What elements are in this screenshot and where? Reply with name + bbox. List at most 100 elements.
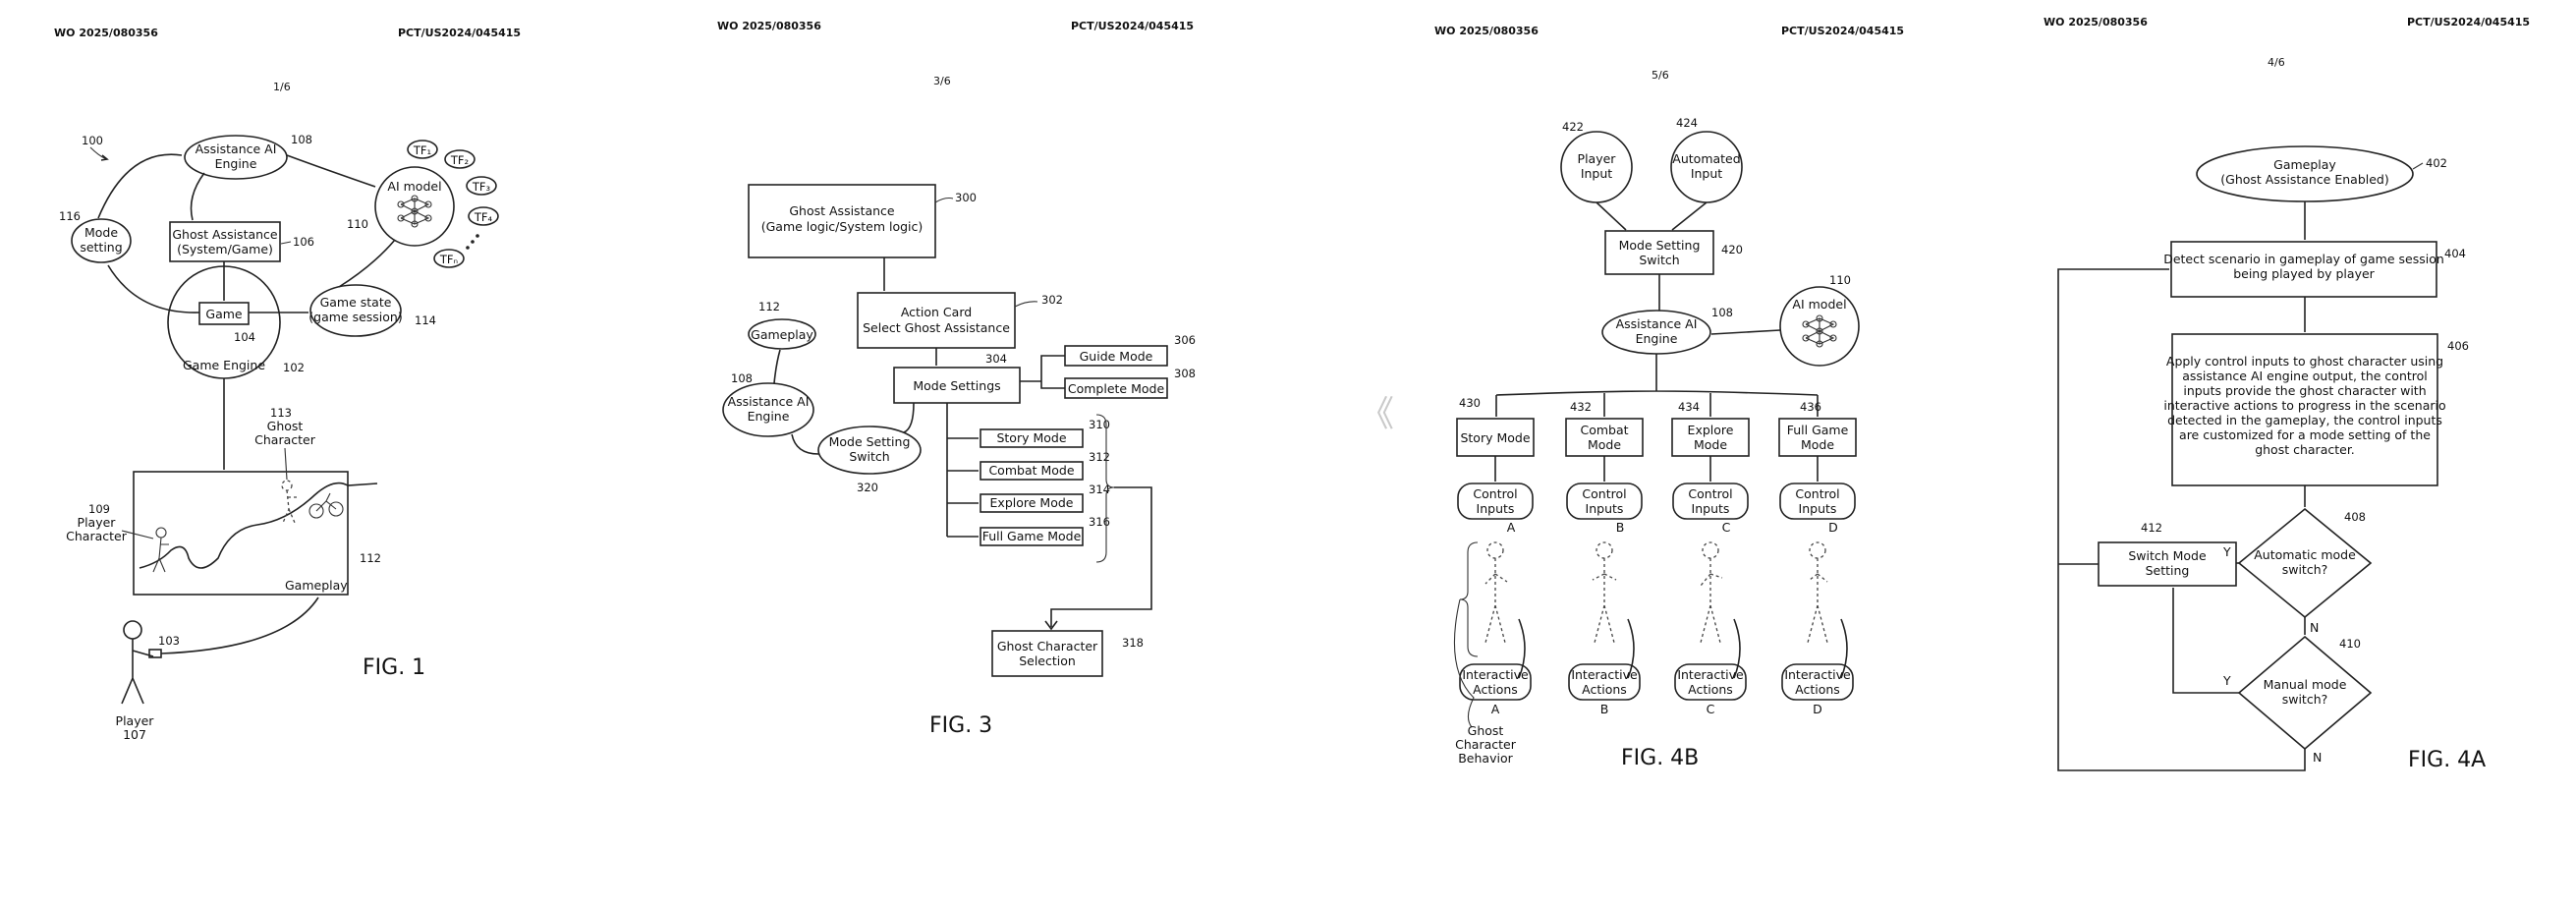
explore-mode-label: Explore Mode bbox=[990, 495, 1074, 510]
ref-410: 410 bbox=[2339, 637, 2361, 651]
fig1-diagram: 100 Assistance AI Engine 108 Ghost Assis… bbox=[0, 0, 668, 909]
interactive-actions-label-1: Interactive bbox=[1677, 667, 1744, 682]
tf-ellipsis-dots bbox=[466, 234, 479, 250]
apply-control-inputs-line: ghost character. bbox=[2255, 442, 2355, 457]
apply-control-inputs-line: are customized for a mode setting of the bbox=[2179, 427, 2431, 442]
edge-inputs-to-switch bbox=[1596, 202, 1707, 230]
ref-106: 106 bbox=[293, 235, 314, 249]
figure-label-fig3: FIG. 3 bbox=[929, 713, 992, 738]
story-mode-label: Story Mode bbox=[996, 430, 1066, 445]
column-letter-bottom: A bbox=[1491, 702, 1500, 716]
yes-label-410: Y bbox=[2222, 673, 2231, 688]
player-input-label-2: Input bbox=[1581, 166, 1612, 181]
control-inputs-label-2: Inputs bbox=[1692, 501, 1730, 516]
interactive-actions-label-2: Actions bbox=[1795, 682, 1840, 697]
mode-setting-switch-label-1: Mode Setting bbox=[1619, 238, 1701, 253]
mode-setting-switch-label-2: Switch bbox=[849, 449, 889, 464]
automated-input-label-1: Automated bbox=[1672, 151, 1740, 166]
column-letter-bottom: B bbox=[1600, 702, 1609, 716]
ref-300: 300 bbox=[955, 191, 977, 204]
complete-mode-label: Complete Mode bbox=[1068, 381, 1165, 396]
terrain-line bbox=[140, 483, 377, 568]
ref-308: 308 bbox=[1174, 367, 1196, 380]
ghost-assistance-label-2: (System/Game) bbox=[177, 242, 273, 256]
apply-control-inputs-line: detected in the gameplay, the control in… bbox=[2167, 413, 2442, 427]
figure-label-fig4a: FIG. 4A bbox=[2408, 748, 2486, 772]
bracket-behavior bbox=[1460, 542, 1478, 656]
gameplay-start-label-1: Gameplay bbox=[2273, 157, 2336, 172]
ref-109: 109 bbox=[88, 502, 110, 516]
interactive-actions-label-1: Interactive bbox=[1571, 667, 1638, 682]
edge-controller-to-gameplay bbox=[161, 597, 318, 653]
ghost-character-label-1: Ghost bbox=[267, 419, 304, 433]
patent-sheet-fig4a: WO 2025/080356 PCT/US2024/045415 4/6 Gam… bbox=[2044, 0, 2576, 909]
leader-300 bbox=[935, 199, 953, 203]
assistance-ai-engine-label-1: Assistance AI bbox=[196, 142, 277, 156]
ghost-character-behavior-label-3: Behavior bbox=[1458, 751, 1513, 766]
ghost-character-selection-label-1: Ghost Character bbox=[997, 639, 1098, 653]
leader-402 bbox=[2413, 163, 2423, 169]
gameplay-label: Gameplay bbox=[751, 327, 813, 342]
guide-mode-label: Guide Mode bbox=[1080, 349, 1153, 364]
detect-scenario-label-1: Detect scenario in gameplay of game sess… bbox=[2163, 252, 2444, 266]
apply-control-inputs-line: inputs provide the ghost character with bbox=[2183, 383, 2426, 398]
neural-net-icon bbox=[398, 196, 431, 227]
ref-108: 108 bbox=[291, 133, 312, 146]
ai-model-label: AI model bbox=[387, 179, 441, 194]
neural-net-icon bbox=[1803, 315, 1836, 347]
fig3-diagram: Ghost Assistance (Game logic/System logi… bbox=[668, 0, 1356, 909]
player-label: Player bbox=[116, 713, 155, 728]
combat-mode-label-2: Mode bbox=[1588, 437, 1621, 452]
switch-mode-setting-label-2: Setting bbox=[2146, 563, 2190, 578]
leader-106 bbox=[281, 242, 291, 244]
explore-mode-label-1: Explore bbox=[1688, 423, 1734, 437]
apply-control-inputs-line: assistance AI engine output, the control bbox=[2182, 369, 2428, 383]
ref-112: 112 bbox=[360, 551, 381, 565]
no-label-408: N bbox=[2310, 620, 2319, 635]
ref-406: 406 bbox=[2447, 339, 2469, 353]
interactive-actions-label-2: Actions bbox=[1688, 682, 1733, 697]
assistance-ai-label-1: Assistance AI bbox=[1616, 316, 1698, 331]
player-character-figure bbox=[153, 528, 169, 572]
ref-103: 103 bbox=[158, 634, 180, 648]
control-inputs-label-1: Control bbox=[1473, 486, 1517, 501]
fig4b-diagram: 422 Player Input 424 Automated Input Mod… bbox=[1356, 0, 2044, 909]
mode-settings-label: Mode Settings bbox=[913, 378, 1000, 393]
edge-304-to-modes bbox=[947, 403, 979, 537]
switch-mode-setting-label-1: Switch Mode bbox=[2128, 548, 2207, 563]
column-letter-top: D bbox=[1828, 520, 1838, 535]
interactive-actions-label-1: Interactive bbox=[1784, 667, 1851, 682]
full-game-mode-label-1: Full Game bbox=[1787, 423, 1849, 437]
edge-ai-to-gameplay bbox=[774, 350, 780, 383]
ref-304: 304 bbox=[985, 352, 1007, 366]
game-label: Game bbox=[205, 307, 243, 321]
figure-label-fig4b: FIG. 4B bbox=[1621, 746, 1699, 770]
manual-mode-switch-label-2: switch? bbox=[2282, 692, 2328, 707]
tfn-label: TFₙ bbox=[439, 253, 458, 266]
combat-mode-label-1: Combat bbox=[1580, 423, 1628, 437]
ref-312: 312 bbox=[1089, 450, 1110, 464]
apply-control-inputs-text: Apply control inputs to ghost character … bbox=[2163, 354, 2445, 457]
ghost-character-selection-label-2: Selection bbox=[1019, 653, 1076, 668]
control-inputs-label-2: Inputs bbox=[1799, 501, 1837, 516]
gameplay-label: Gameplay bbox=[285, 578, 348, 593]
ai-model-label: AI model bbox=[1792, 297, 1846, 312]
ref-408: 408 bbox=[2344, 510, 2366, 524]
game-state-label-1: Game state bbox=[320, 295, 392, 310]
edge-modes-to-control bbox=[1495, 456, 1818, 482]
assistance-ai-label-2: Engine bbox=[1636, 331, 1678, 346]
control-inputs-label-1: Control bbox=[1795, 486, 1839, 501]
chevron-left-icon[interactable]: 《 bbox=[1359, 385, 1394, 436]
player-character-label-2: Character bbox=[66, 529, 128, 543]
edge-410-no-loop bbox=[2058, 269, 2305, 770]
ref-420: 420 bbox=[1721, 243, 1743, 256]
combat-mode-label: Combat Mode bbox=[988, 463, 1074, 478]
column-letter-bottom: C bbox=[1707, 702, 1715, 716]
column-letter-bottom: D bbox=[1813, 702, 1822, 716]
ref-102: 102 bbox=[283, 361, 305, 374]
fig4a-diagram: Gameplay (Ghost Assistance Enabled) 402 … bbox=[2044, 0, 2576, 909]
tf4-label: TF₄ bbox=[474, 210, 493, 224]
ref-424: 424 bbox=[1676, 116, 1698, 130]
column-letter-top: A bbox=[1507, 520, 1516, 535]
leader-113 bbox=[285, 448, 287, 480]
